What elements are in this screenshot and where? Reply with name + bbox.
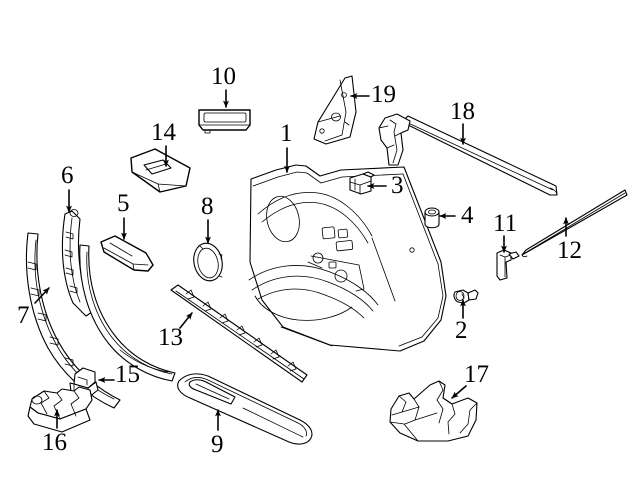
part-clip-fastener (496, 249, 520, 281)
callout-label-5: 5 (117, 190, 130, 217)
part-grommet-cap (424, 207, 440, 229)
callout-label-4: 4 (461, 202, 474, 229)
part-corner-cover-bracket (313, 75, 357, 145)
part-retainer-clip (349, 171, 375, 195)
part-master-window-switch (27, 386, 93, 433)
part-window-switch-bezel (130, 148, 191, 193)
part-secondary-curved-strip (79, 244, 176, 382)
callout-label-11: 11 (493, 210, 518, 237)
part-door-trim-panel (248, 164, 447, 352)
callout-label-15: 15 (115, 361, 140, 388)
callout-label-19: 19 (371, 81, 396, 108)
part-trim-fastener-screw (453, 289, 479, 304)
part-belt-line-molding (378, 113, 558, 196)
part-retainer-strip-lower (170, 284, 308, 383)
part-inner-weatherstrip-rod (521, 189, 628, 258)
callout-label-13: 13 (158, 324, 183, 351)
leader-lines (34, 89, 569, 431)
callout-label-7: 7 (17, 302, 30, 329)
callout-label-3: 3 (391, 172, 404, 199)
callout-label-14: 14 (151, 119, 176, 146)
part-handle-cover-trim (100, 235, 154, 272)
callout-label-8: 8 (201, 193, 214, 220)
callout-label-17: 17 (464, 361, 489, 388)
part-switch-blank-cover (198, 109, 251, 134)
callout-label-16: 16 (42, 429, 67, 456)
part-armrest-pull-handle (177, 373, 313, 445)
callout-label-6: 6 (61, 162, 74, 189)
callout-label-9: 9 (211, 431, 224, 458)
callout-label-18: 18 (450, 98, 475, 125)
callout-label-2: 2 (455, 317, 468, 344)
callout-label-10: 10 (211, 63, 236, 90)
callout-label-1: 1 (280, 120, 293, 147)
part-speaker-grille-ring (193, 242, 223, 282)
part-speaker-bracket-mount (389, 380, 478, 442)
callout-label-12: 12 (557, 237, 582, 264)
